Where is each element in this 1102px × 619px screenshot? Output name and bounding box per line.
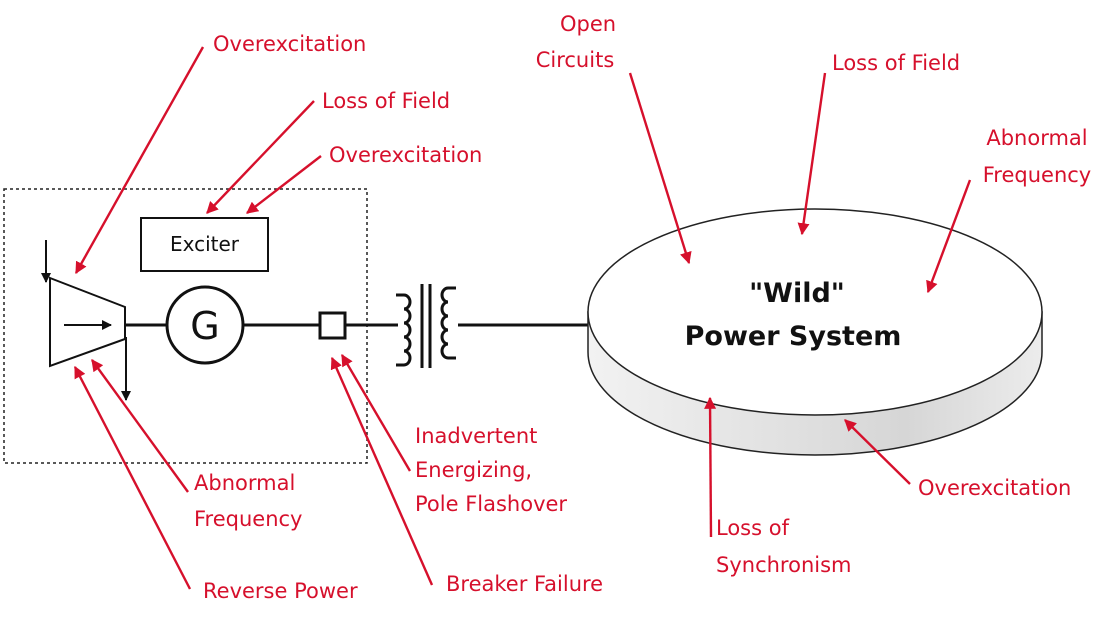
power-system-title-line2: Power System <box>685 321 902 352</box>
exciter-label: Exciter <box>170 232 240 256</box>
arrow-reverse-power <box>73 365 192 590</box>
label-overexcitation-top: Overexcitation <box>213 32 366 56</box>
exciter-block: Exciter <box>140 217 269 272</box>
arrow-breaker-failure <box>330 356 434 586</box>
arrow-loss-of-field-system <box>797 72 827 236</box>
arrow-abnormal-frequency-system <box>926 179 972 294</box>
label-abnormal-frequency-turbine-line2: Frequency <box>194 507 303 531</box>
transformer <box>396 284 456 368</box>
arrow-abnormal-frequency-turbine <box>91 359 189 493</box>
label-inadvertent-energizing-line1: Inadvertent <box>415 424 537 448</box>
arrow-overexcitation-turbine <box>74 46 205 275</box>
fault-arrows <box>73 46 972 590</box>
label-open-circuits-line1: Open <box>560 12 616 36</box>
label-abnormal-frequency-turbine-line1: Abnormal <box>194 471 295 495</box>
label-reverse-power: Reverse Power <box>203 579 358 603</box>
circuit-breaker <box>318 311 347 340</box>
label-abnormal-frequency-system-line1: Abnormal <box>986 126 1087 150</box>
arrow-open-circuits <box>628 72 692 265</box>
label-abnormal-frequency-system-line2: Frequency <box>983 163 1092 187</box>
label-overexcitation-system: Overexcitation <box>918 476 1071 500</box>
label-loss-of-synchronism-line2: Synchronism <box>716 553 852 577</box>
fault-labels: Overexcitation Loss of Field Overexcitat… <box>194 12 1091 603</box>
power-system-disc: "Wild" Power System <box>587 208 1043 456</box>
turbine-block <box>41 240 131 401</box>
arrow-inadvertent-energizing <box>340 353 412 472</box>
label-overexcitation-exciter: Overexcitation <box>329 143 482 167</box>
label-inadvertent-energizing-line2: Energizing, <box>415 458 532 482</box>
generator-symbol: G <box>190 304 219 348</box>
label-loss-of-field-exciter: Loss of Field <box>322 89 450 113</box>
power-system-title-line1: "Wild" <box>749 278 845 309</box>
label-inadvertent-energizing-line3: Pole Flashover <box>415 492 567 516</box>
label-open-circuits-line2: Circuits <box>536 48 615 72</box>
arrow-overexcitation-system <box>844 419 911 485</box>
label-loss-of-synchronism-line1: Loss of <box>716 516 790 540</box>
label-loss-of-field-system: Loss of Field <box>832 51 960 75</box>
label-breaker-failure: Breaker Failure <box>446 572 603 596</box>
generator-block: G <box>165 285 245 365</box>
arrow-loss-of-field-exciter <box>206 100 315 214</box>
arrow-loss-of-synchronism <box>704 396 717 538</box>
arrow-overexcitation-exciter <box>246 155 322 214</box>
